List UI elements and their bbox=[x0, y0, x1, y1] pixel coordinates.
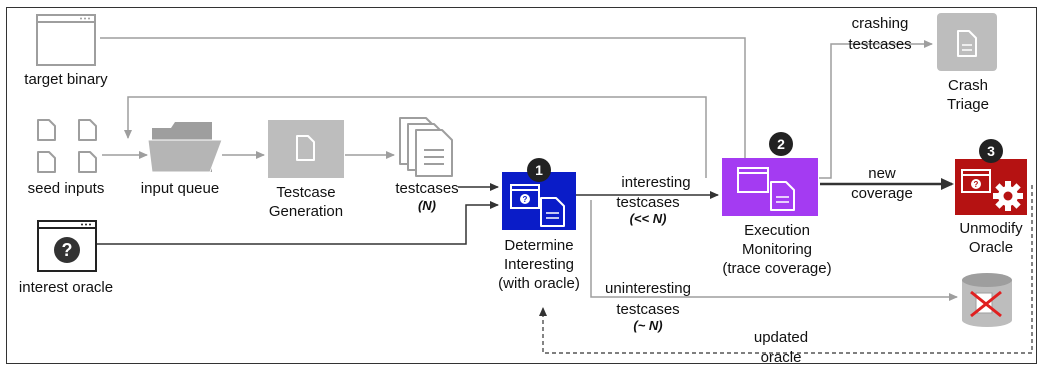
crash-triage-box bbox=[937, 13, 997, 71]
execution-line3: (trace coverage) bbox=[722, 260, 831, 277]
testcase-generation-box bbox=[268, 120, 344, 178]
updated-oracle-label-2: oracle bbox=[761, 349, 802, 366]
unmodify-line1: Unmodify bbox=[959, 220, 1023, 237]
svg-text:?: ? bbox=[974, 180, 979, 189]
determine-line2: Interesting bbox=[504, 256, 574, 273]
diagram-frame bbox=[6, 7, 1037, 364]
question-window-icon: ? bbox=[37, 220, 97, 272]
crash-triage-line1: Crash bbox=[948, 77, 988, 94]
crash-triage-line2: Triage bbox=[947, 96, 989, 113]
edges bbox=[70, 37, 1033, 354]
discard-database-node bbox=[962, 273, 1012, 327]
svg-text:1: 1 bbox=[535, 162, 543, 178]
input-queue-label: input queue bbox=[141, 180, 219, 197]
crashing-label-1: crashing bbox=[852, 15, 909, 32]
uninteresting-label-2: testcases bbox=[616, 301, 679, 318]
execution-monitoring-node: 2 Execution Monitoring (trace coverage) bbox=[722, 132, 832, 277]
seed-documents-icon bbox=[37, 119, 97, 173]
window-question-icon: ? bbox=[961, 169, 991, 193]
determine-line3: (with oracle) bbox=[498, 275, 580, 292]
document-icon bbox=[540, 197, 565, 227]
testcases-label: testcases bbox=[395, 180, 458, 197]
interesting-label-2: testcases bbox=[616, 194, 679, 211]
target-binary-label: target binary bbox=[24, 71, 108, 88]
edge-crashing bbox=[819, 40, 933, 179]
gear-icon bbox=[993, 181, 1023, 211]
document-icon bbox=[957, 30, 977, 57]
svg-text:?: ? bbox=[523, 195, 528, 204]
unmodify-line2: Oracle bbox=[969, 239, 1013, 256]
determine-interesting-node: ? 1 Determine Interesting (with oracle) bbox=[498, 158, 580, 292]
step-badge-1: 1 bbox=[527, 158, 551, 182]
input-queue-node: input queue bbox=[141, 122, 223, 197]
step-badge-2: 2 bbox=[769, 132, 793, 156]
edge-labels: interesting testcases (<< N) uninteresti… bbox=[605, 15, 913, 366]
window-icon bbox=[36, 14, 96, 66]
folder-icon bbox=[147, 122, 223, 173]
execution-line1: Execution bbox=[744, 222, 810, 239]
document-icon bbox=[296, 135, 315, 161]
execution-line2: Monitoring bbox=[742, 241, 812, 258]
seed-inputs-label: seed inputs bbox=[28, 180, 105, 197]
edge-execution-to-queue bbox=[124, 96, 707, 178]
edge-updated-oracle bbox=[539, 185, 1033, 354]
step-badge-3: 3 bbox=[979, 139, 1003, 163]
interesting-label-1: interesting bbox=[621, 174, 690, 191]
crashing-label-2: testcases bbox=[848, 36, 911, 53]
interesting-count: (<< N) bbox=[630, 211, 667, 226]
trash-database-icon bbox=[962, 273, 1012, 327]
new-coverage-label-2: coverage bbox=[851, 185, 913, 202]
unmodify-oracle-node: ? 3 Unmodify Oracle bbox=[955, 139, 1027, 256]
crash-triage-node: Crash Triage bbox=[937, 13, 997, 113]
stacked-documents-icon bbox=[399, 117, 453, 177]
uninteresting-count: (~ N) bbox=[633, 318, 662, 333]
svg-text:2: 2 bbox=[777, 136, 785, 152]
testcase-generation-line1: Testcase bbox=[276, 184, 335, 201]
window-question-icon: ? bbox=[510, 184, 540, 209]
interest-oracle-node: ? interest oracle bbox=[19, 220, 113, 296]
determine-line1: Determine bbox=[504, 237, 573, 254]
edge-uninteresting bbox=[590, 200, 958, 301]
edge-oracle-to-determine bbox=[70, 201, 499, 245]
testcases-count: (N) bbox=[418, 198, 436, 213]
uninteresting-label-1: uninteresting bbox=[605, 280, 691, 297]
seed-inputs-node: seed inputs bbox=[28, 119, 105, 197]
svg-text:3: 3 bbox=[987, 143, 995, 159]
document-icon bbox=[770, 181, 795, 211]
updated-oracle-label-1: updated bbox=[754, 329, 808, 346]
window-icon bbox=[737, 167, 769, 193]
svg-text:?: ? bbox=[62, 240, 73, 260]
target-binary-node: target binary bbox=[24, 14, 108, 88]
edge-target-to-execution bbox=[100, 37, 749, 174]
testcases-node: testcases (N) bbox=[395, 117, 459, 213]
testcase-generation-node: Testcase Generation bbox=[268, 120, 344, 220]
interest-oracle-label: interest oracle bbox=[19, 279, 113, 296]
testcase-generation-line2: Generation bbox=[269, 203, 343, 220]
new-coverage-label-1: new bbox=[868, 165, 896, 182]
